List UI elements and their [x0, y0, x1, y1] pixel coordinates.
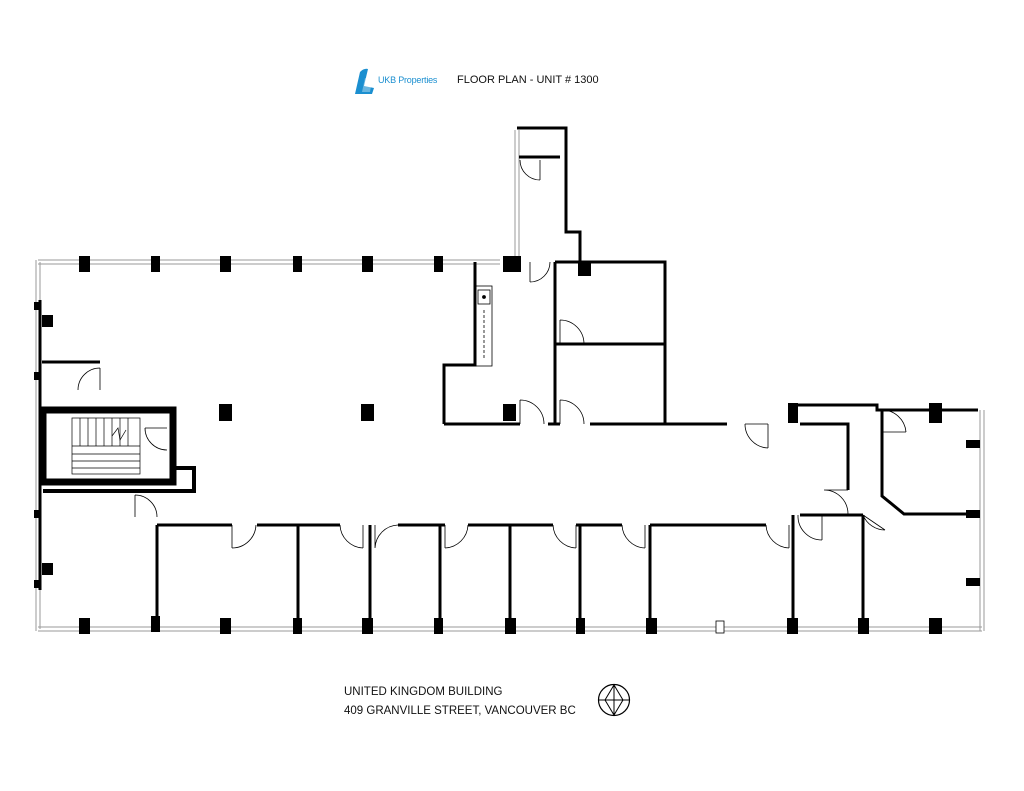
walls [38, 126, 980, 628]
building-name: UNITED KINGDOM BUILDING [344, 686, 503, 698]
kitchenette-counter [475, 285, 493, 367]
compass [596, 682, 632, 723]
brand-name: UKB Properties [378, 75, 438, 85]
ukb-sail-logo-icon [355, 68, 374, 94]
plan-title: FLOOR PLAN - UNIT # 1300 [457, 74, 599, 86]
north-compass-icon [597, 683, 631, 717]
stair [71, 417, 141, 475]
building-address: 409 GRANVILLE STREET, VANCOUVER BC [344, 705, 576, 717]
structural-columns [34, 256, 980, 634]
south-wall-notch [715, 620, 725, 634]
ukb-logo [352, 66, 452, 96]
doors [77, 159, 907, 549]
